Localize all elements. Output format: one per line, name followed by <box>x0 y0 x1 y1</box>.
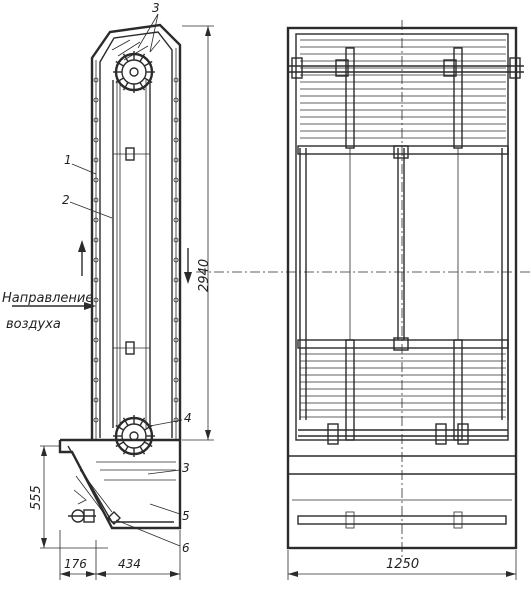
callout-1: 1 <box>64 153 72 167</box>
sprocket-tooth <box>139 417 146 426</box>
callout-6: 6 <box>182 541 190 555</box>
dimension-total-height <box>182 25 214 441</box>
casing-hole <box>173 337 179 343</box>
slats-lower <box>300 353 506 418</box>
dimension-base-width-value: 434 <box>118 557 141 571</box>
bottom-sprocket <box>113 415 155 457</box>
casing-hole <box>93 297 99 303</box>
sprocket-tooth <box>139 53 146 62</box>
casing-hole <box>173 277 179 283</box>
callout-3-top: 3 <box>152 1 160 15</box>
casing-hole <box>93 397 99 403</box>
sprocket-tooth <box>122 417 129 426</box>
casing-hole <box>173 257 179 263</box>
callout-3-bottom: 3 <box>182 461 190 475</box>
slats-upper <box>300 39 506 139</box>
casing-hole <box>93 157 99 163</box>
casing-hole <box>173 297 179 303</box>
casing-hole <box>173 397 179 403</box>
casing-hole <box>173 137 179 143</box>
airflow-arrows <box>12 240 192 310</box>
sprocket-tooth <box>139 446 146 455</box>
dimension-total-height-value: 2940 <box>197 259 212 292</box>
liquid-bath <box>58 438 182 530</box>
bottom-shaft <box>295 412 509 445</box>
casing-hole <box>93 277 99 283</box>
sprocket-tooth <box>144 60 153 67</box>
sprocket-tooth <box>122 82 129 91</box>
sprocket-tooth <box>144 441 153 448</box>
dimension-front-width <box>287 550 517 580</box>
sprocket-tooth <box>115 77 124 84</box>
dimension-base-height <box>40 445 108 549</box>
callout-2: 2 <box>62 193 70 207</box>
casing-hole <box>93 237 99 243</box>
sprocket-tooth <box>122 446 129 455</box>
casing-hole <box>93 217 99 223</box>
casing-hole <box>93 417 99 423</box>
centre-lines <box>196 20 530 560</box>
casing-hole <box>173 317 179 323</box>
sprocket-tooth <box>144 77 153 84</box>
casing-hole <box>173 97 179 103</box>
casing-hole <box>173 177 179 183</box>
casing-hole <box>93 137 99 143</box>
sprocket-tooth <box>115 441 124 448</box>
dimension-base-height-value: 555 <box>29 485 44 510</box>
dimension-front-width-value: 1250 <box>386 557 419 572</box>
drain-valve <box>68 509 121 525</box>
casing-hole <box>93 177 99 183</box>
front-view: 1250 <box>196 20 530 580</box>
air-direction-label-line2: воздуха <box>6 317 61 332</box>
callout-leaders <box>69 13 183 547</box>
top-shaft <box>288 57 524 79</box>
dimension-inlet-width-value: 176 <box>64 557 87 571</box>
dimension-bottom-widths <box>59 530 181 580</box>
casing-hole <box>93 317 99 323</box>
sprocket-tooth <box>115 424 124 431</box>
air-direction-label-line1: Направление <box>2 291 93 306</box>
sprocket-tooth <box>115 60 124 67</box>
casing-hole <box>93 117 99 123</box>
sprocket-tooth <box>139 82 146 91</box>
casing-hole <box>93 337 99 343</box>
callout-4: 4 <box>184 411 192 425</box>
top-sprocket <box>111 39 161 93</box>
casing-hole <box>93 97 99 103</box>
sprocket-tooth <box>122 53 129 62</box>
conveyor-belt <box>112 80 151 428</box>
casing-holes-right <box>173 77 179 423</box>
casing-hole <box>173 377 179 383</box>
callout-5: 5 <box>182 509 190 523</box>
casing-hole <box>93 257 99 263</box>
casing-hole <box>173 77 179 83</box>
side-section-view: Направление воздуха 3 1 2 4 3 5 6 2940 <box>2 1 214 580</box>
casing-hole <box>173 217 179 223</box>
casing-hole <box>173 417 179 423</box>
casing-hole <box>93 77 99 83</box>
casing-hole <box>173 117 179 123</box>
vertical-posts <box>299 47 509 441</box>
casing-hole <box>93 197 99 203</box>
outer-casing <box>90 23 182 440</box>
sprocket-tooth <box>144 424 153 431</box>
belt-supports <box>113 147 150 355</box>
casing-hole <box>173 357 179 363</box>
casing-holes-left <box>93 77 99 423</box>
casing-hole <box>173 157 179 163</box>
cross-bars <box>297 145 509 351</box>
casing-hole <box>173 237 179 243</box>
casing-hole <box>93 377 99 383</box>
casing-hole <box>173 197 179 203</box>
casing-hole <box>93 357 99 363</box>
